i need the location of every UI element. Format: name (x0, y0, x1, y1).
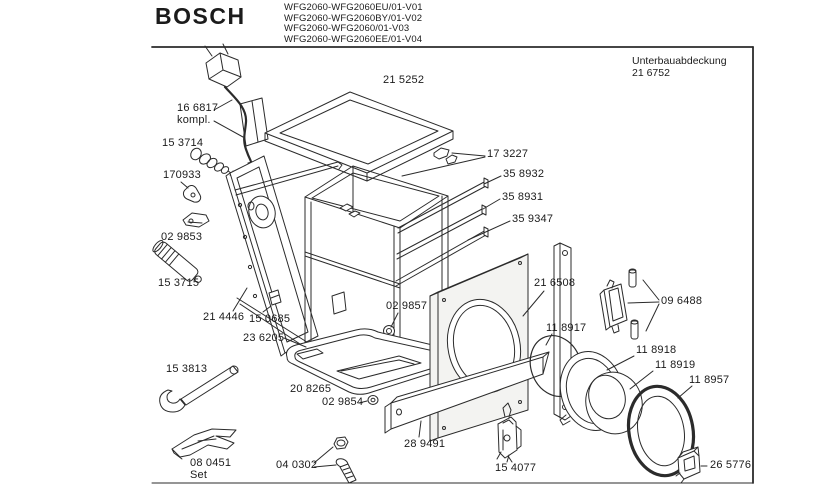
model-variant-list: WFG2060-WFG2060EU/01-V01 WFG2060-WFG2060… (284, 2, 423, 45)
pan-screw-drawing (359, 396, 378, 405)
damper-drawing (151, 239, 205, 288)
bosch-logo: BOSCH (155, 3, 246, 29)
part-label-35-8931: 35 8931 (502, 191, 544, 203)
part-label-11-8919: 11 8919 (655, 359, 696, 371)
side-panel-drawing (226, 156, 342, 356)
model-line: WFG2060-WFG2060EU/01-V01 (284, 2, 423, 13)
model-line: WFG2060-WFG2060BY/01-V02 (284, 12, 423, 24)
part-label-21-4446: 21 4446 (203, 311, 245, 323)
plinth-bar-drawing (385, 352, 549, 437)
part-label-15-3715: 15 3715 (158, 277, 200, 289)
part-label-35-9347: 35 9347 (512, 213, 554, 225)
part-label-11-8957: 11 8957 (689, 374, 730, 386)
part-label-35-8932: 35 8932 (503, 168, 545, 180)
model-line: WFG2060-WFG2060EE/01-V04 (284, 33, 423, 45)
part-label-20-8265: 20 8265 (290, 383, 332, 395)
underbuild-cover-note: Unterbauabdeckung 21 6752 (632, 55, 727, 79)
part-label-170933: 170933 (163, 169, 201, 181)
hinge-set-drawing (600, 269, 659, 339)
part-label-17-3227: 17 3227 (487, 148, 529, 160)
small-clip-drawing (181, 182, 201, 202)
cross-rails-drawing (396, 176, 510, 286)
part-label-11-8917: 11 8917 (546, 322, 587, 334)
part-label-21-6508: 21 6508 (534, 277, 576, 289)
bolt-nut-drawing (314, 437, 356, 483)
part-label-15-0685: 15 0685 (249, 313, 291, 325)
part-label-23-6205: 23 6205 (243, 332, 285, 344)
wrench-drawing (160, 366, 238, 412)
frame-rules (152, 47, 753, 483)
note-title: Unterbauabdeckung (632, 55, 727, 67)
part-label-02-9857: 02 9857 (386, 300, 428, 312)
part-label-15-4077: 15 4077 (495, 462, 537, 474)
part-label-15-3714: 15 3714 (162, 137, 204, 149)
front-panel-drawing (430, 254, 544, 441)
part-label-02-9853: 02 9853 (161, 231, 203, 243)
part-label-15-3813: 15 3813 (166, 363, 208, 375)
worktop-drawing (265, 92, 453, 181)
model-line: WFG2060-WFG2060/01-V03 (284, 23, 410, 34)
part-label-09-6488: 09 6488 (661, 295, 703, 307)
part-label-21-5252: 21 5252 (383, 74, 425, 86)
part-label-02-9854: 02 9854 (322, 396, 364, 408)
fork-bracket-drawing (172, 429, 236, 459)
part-label-04-0302: 04 0302 (276, 459, 318, 471)
corner-clip-drawing (676, 447, 707, 483)
door-lock-drawing (497, 403, 521, 462)
lever-bracket-drawing (183, 213, 209, 227)
note-part-number: 21 6752 (632, 67, 670, 79)
part-label-11-8918: 11 8918 (636, 344, 677, 356)
outer-door-ring-drawing (622, 381, 701, 481)
top-clip-drawing (402, 148, 485, 176)
part-label-28-9491: 28 9491 (404, 438, 446, 450)
part-label-26-5776: 26 5776 (710, 459, 752, 471)
